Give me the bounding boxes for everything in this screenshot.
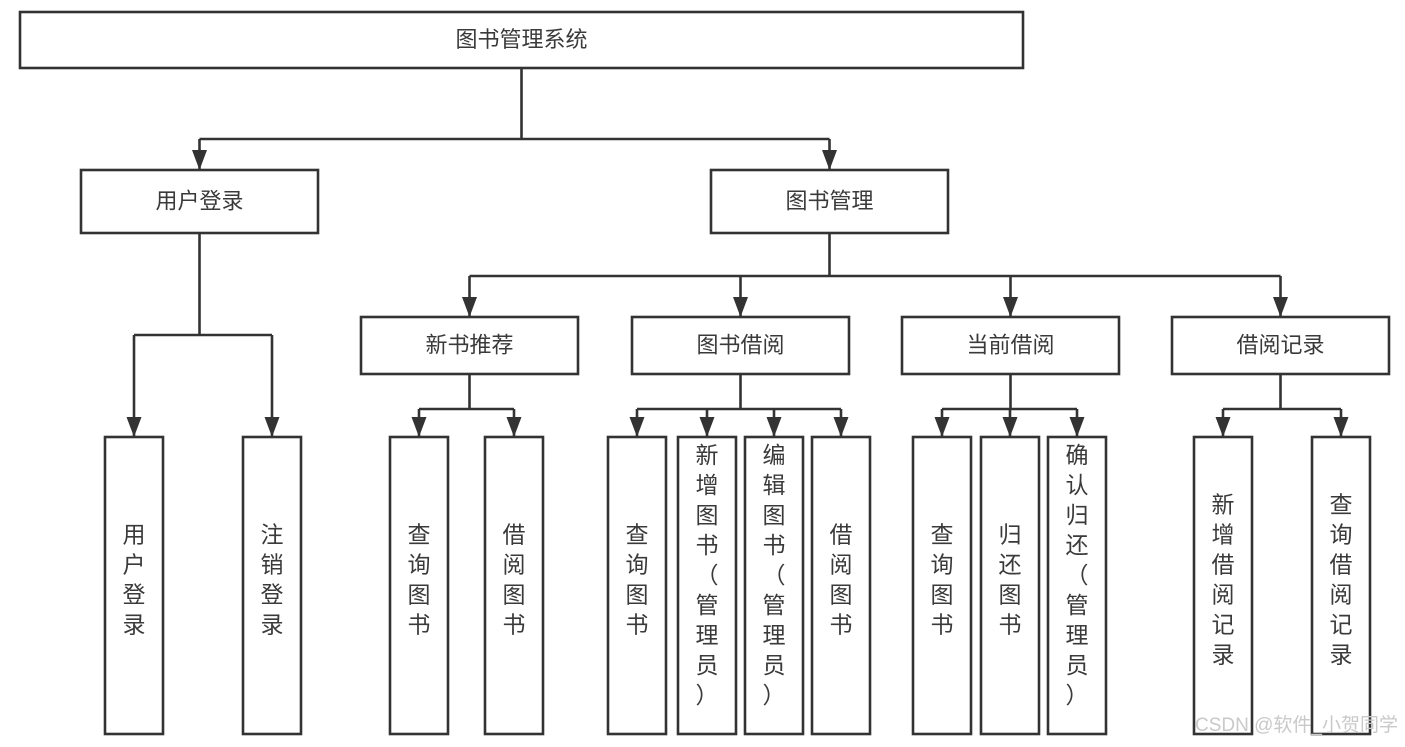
edge-book-borrow-arrow-3 <box>833 417 849 437</box>
node-leaf-add-book-bb-label: 新增图书（管理员） <box>696 442 719 708</box>
node-leaf-user-logout-label: 注销登录 <box>261 522 284 638</box>
node-leaf-query-book-cb[interactable]: 查询图书 <box>911 435 973 736</box>
node-borrow-record-box <box>1170 315 1391 376</box>
node-book-manage-box <box>709 168 950 235</box>
node-leaf-query-book-rec-box <box>388 435 450 736</box>
node-book-borrow-label: 图书借阅 <box>696 332 784 357</box>
node-new-book-rec[interactable]: 新书推荐 <box>359 315 580 376</box>
node-user-login-label: 用户登录 <box>155 188 243 213</box>
node-leaf-user-login-box <box>103 435 165 736</box>
node-leaf-query-record-br-label: 查询借阅记录 <box>1330 492 1353 668</box>
nodes-layer: 图书管理系统用户登录图书管理新书推荐图书借阅当前借阅借阅记录用户登录注销登录查询… <box>18 10 1391 736</box>
node-current-borrow-label: 当前借阅 <box>966 332 1054 357</box>
edge-new-book-rec-arrow-0 <box>411 417 427 437</box>
node-current-borrow[interactable]: 当前借阅 <box>900 315 1121 376</box>
edge-book-borrow-arrow-1 <box>699 417 715 437</box>
node-leaf-query-book-bb-box <box>606 435 668 736</box>
node-leaf-return-book-cb-box <box>979 435 1041 736</box>
edge-book-borrow-arrow-0 <box>629 417 645 437</box>
node-book-borrow-box <box>630 315 851 376</box>
node-leaf-edit-book-bb-box <box>743 435 805 736</box>
node-leaf-query-book-rec[interactable]: 查询图书 <box>388 435 450 736</box>
node-user-login[interactable]: 用户登录 <box>79 168 320 235</box>
node-leaf-edit-book-bb-label: 编辑图书（管理员） <box>763 442 786 708</box>
node-leaf-borrow-book-rec-box <box>483 435 545 736</box>
edge-book-borrow-arrow-2 <box>766 417 782 437</box>
node-root-label: 图书管理系统 <box>455 27 587 52</box>
edge-new-book-rec-arrow-1 <box>506 417 522 437</box>
node-leaf-query-book-bb[interactable]: 查询图书 <box>606 435 668 736</box>
node-book-borrow[interactable]: 图书借阅 <box>630 315 851 376</box>
node-leaf-query-book-bb-label: 查询图书 <box>626 522 649 638</box>
node-book-manage[interactable]: 图书管理 <box>709 168 950 235</box>
edge-current-borrow-arrow-2 <box>1069 417 1085 437</box>
edge-borrow-record-arrow-1 <box>1333 417 1349 437</box>
node-current-borrow-box <box>900 315 1121 376</box>
edge-book-manage-arrow-3 <box>1273 297 1288 317</box>
node-leaf-return-book-cb[interactable]: 归还图书 <box>979 435 1041 736</box>
node-leaf-add-record-br-label: 新增借阅记录 <box>1212 492 1235 668</box>
edge-borrow-record-arrow-0 <box>1215 417 1231 437</box>
edge-book-manage-arrow-0 <box>462 297 477 317</box>
node-leaf-borrow-book-rec[interactable]: 借阅图书 <box>483 435 545 736</box>
node-leaf-add-record-br-box <box>1192 435 1254 736</box>
edge-current-borrow-arrow-0 <box>934 417 950 437</box>
node-leaf-add-book-bb[interactable]: 新增图书（管理员） <box>676 435 738 736</box>
node-leaf-user-login[interactable]: 用户登录 <box>103 435 165 736</box>
csdn-watermark: CSDN @软件_小贺同学 <box>1195 714 1398 736</box>
edge-root-arrow-1 <box>822 150 837 170</box>
node-leaf-query-record-br[interactable]: 查询借阅记录 <box>1310 435 1372 736</box>
edge-root-arrow-0 <box>192 150 207 170</box>
node-leaf-query-book-rec-label: 查询图书 <box>408 522 431 638</box>
node-leaf-query-book-cb-box <box>911 435 973 736</box>
node-leaf-query-record-br-box <box>1310 435 1372 736</box>
node-leaf-user-logout-box <box>241 435 303 736</box>
edge-book-manage-arrow-2 <box>1003 297 1018 317</box>
edge-book-manage-arrow-1 <box>733 297 748 317</box>
node-leaf-confirm-return-cb[interactable]: 确认归还（管理员） <box>1046 435 1108 736</box>
node-user-login-box <box>79 168 320 235</box>
node-new-book-rec-label: 新书推荐 <box>425 332 513 357</box>
node-leaf-user-login-label: 用户登录 <box>123 522 146 638</box>
node-new-book-rec-box <box>359 315 580 376</box>
node-leaf-borrow-book-bb[interactable]: 借阅图书 <box>810 435 872 736</box>
node-leaf-confirm-return-cb-box <box>1046 435 1108 736</box>
node-leaf-add-book-bb-box <box>676 435 738 736</box>
node-leaf-add-record-br[interactable]: 新增借阅记录 <box>1192 435 1254 736</box>
node-leaf-edit-book-bb[interactable]: 编辑图书（管理员） <box>743 435 805 736</box>
edges-layer <box>126 68 1349 437</box>
edge-user-login-arrow-0 <box>126 417 142 437</box>
edge-user-login-arrow-1 <box>264 417 280 437</box>
node-leaf-borrow-book-bb-label: 借阅图书 <box>830 522 853 638</box>
node-root-box <box>18 10 1025 70</box>
node-leaf-query-book-cb-label: 查询图书 <box>931 522 954 638</box>
node-root[interactable]: 图书管理系统 <box>18 10 1025 70</box>
node-leaf-user-logout[interactable]: 注销登录 <box>241 435 303 736</box>
node-borrow-record[interactable]: 借阅记录 <box>1170 315 1391 376</box>
node-leaf-confirm-return-cb-label: 确认归还（管理员） <box>1066 442 1089 708</box>
node-leaf-return-book-cb-label: 归还图书 <box>999 522 1022 638</box>
edge-current-borrow-arrow-1 <box>1002 417 1018 437</box>
node-borrow-record-label: 借阅记录 <box>1236 332 1324 357</box>
node-leaf-borrow-book-rec-label: 借阅图书 <box>503 522 526 638</box>
node-book-manage-label: 图书管理 <box>785 188 873 213</box>
node-leaf-borrow-book-bb-box <box>810 435 872 736</box>
